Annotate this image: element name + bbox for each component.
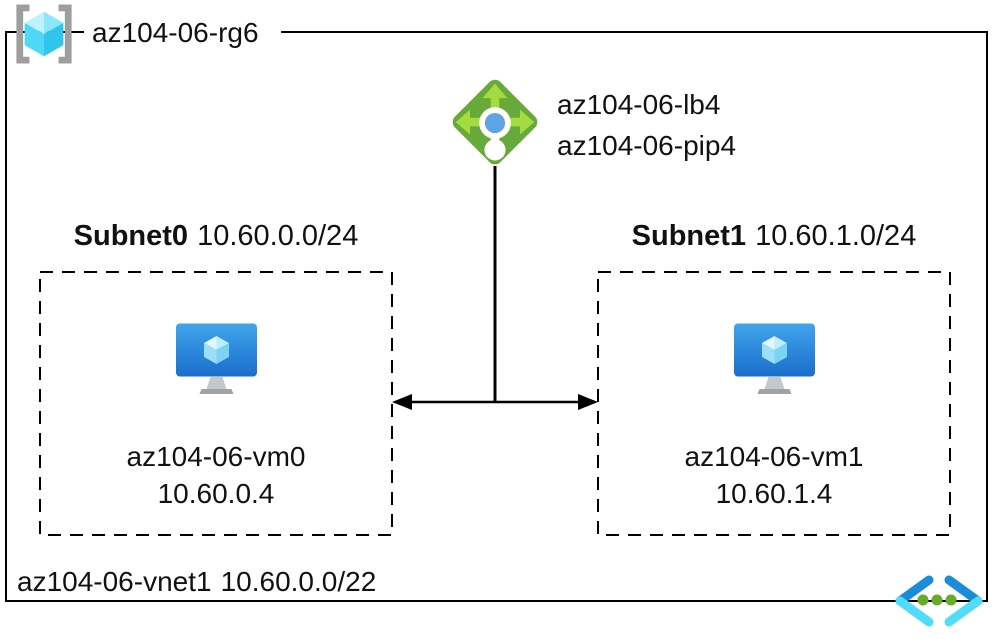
arrow-right-head-icon [578,394,598,410]
vm0-labels: az104-06-vm0 10.60.0.4 [40,438,392,512]
vm0-icon [176,323,257,394]
vm1-labels: az104-06-vm1 10.60.1.4 [598,438,950,512]
subnet0-name: Subnet0 [73,220,189,252]
resource-group-border [5,31,988,602]
resource-group-label: az104-06-rg6 [84,17,281,49]
vnet-cidr: 10.60.0.0/22 [220,566,377,597]
vm1-name-label: az104-06-vm1 [684,441,864,472]
public-ip-label: az104-06-pip4 [557,130,737,161]
virtual-network-icon [895,575,983,627]
vm1-ip-label: 10.60.1.4 [715,478,833,509]
load-balancer-icon [452,79,538,165]
subnet0-box [39,271,393,536]
arrow-left-head-icon [392,394,412,410]
vm1-icon [734,323,815,394]
subnet1-box [597,271,951,536]
subnet1-cidr: 10.60.1.0/24 [755,220,917,252]
vnet-label: az104-06-vnet1 10.60.0.0/22 [17,566,376,598]
subnet1-name: Subnet1 [631,220,747,252]
resource-group-icon [16,4,72,64]
load-balancer-labels: az104-06-lb4 az104-06-pip4 [557,84,736,166]
load-balancer-name-label: az104-06-lb4 [557,89,721,120]
vnet-name: az104-06-vnet1 [17,566,212,597]
vm0-ip-label: 10.60.0.4 [157,478,275,509]
subnet0-cidr: 10.60.0.0/24 [197,220,359,252]
vm0-name-label: az104-06-vm0 [126,441,306,472]
